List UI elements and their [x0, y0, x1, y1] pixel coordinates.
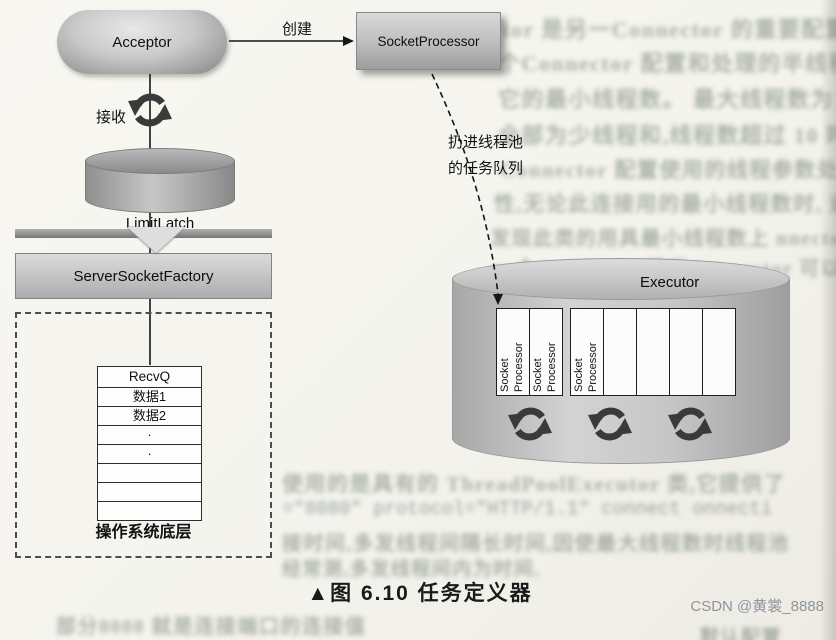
server-socket-factory-label: ServerSocketFactory	[73, 267, 214, 285]
recv-row	[98, 463, 201, 482]
socket-processor-label: SocketProcessor	[377, 33, 480, 49]
bleed-text-line: 使用的是具有的 ThreadPoolExecutor 类,它提供了	[282, 472, 787, 496]
cylinder-top	[452, 258, 790, 300]
task-queue-cell	[603, 308, 637, 396]
recycle-icon	[506, 398, 554, 450]
funnel-shape	[127, 227, 185, 253]
os-layer-label: 操作系统底层	[95, 524, 192, 541]
limitlatch-cylinder	[85, 148, 235, 216]
recv-row	[98, 501, 201, 520]
bleed-text-line: Connector 配置使用的线程参数处理,	[500, 158, 836, 182]
bleed-text-line: ="8080" protocol="HTTP/1.1" connect onne…	[282, 498, 773, 520]
executor-label: Executor	[640, 274, 700, 291]
bleed-text-line: 全部为少线程和,线程数超过 10 时请件。 如	[498, 123, 836, 148]
cylinder-top	[85, 148, 235, 174]
recycle-icon	[126, 84, 174, 136]
enqueue-label-line1: 扔进线程池	[448, 134, 524, 151]
recv-row: ·	[98, 425, 201, 444]
bleed-text-line: 默认配置	[700, 627, 783, 640]
bleed-text-line: 接时间,多发线程间隔长时间,因使最大线程数时线程池	[282, 533, 790, 555]
bleed-text-line: 个Connector 配置和处理的半线程序,一定要交给头	[498, 51, 836, 76]
acceptor-node: Acceptor	[57, 10, 227, 74]
create-arrow-label: 创建	[282, 21, 313, 38]
task-queue-cell	[669, 308, 703, 396]
recycle-icon	[666, 398, 714, 450]
bleed-text-line: 性,无论此连接用的最小线程数时, 通 ihp	[494, 192, 836, 216]
receive-label: 接收	[96, 109, 127, 126]
recv-table-header: RecvQ	[128, 369, 171, 384]
recycle-icon	[586, 398, 634, 450]
bleed-text-line: 部分8080 就是连接端口的连接值	[56, 616, 367, 638]
recv-row: 数据1	[98, 387, 201, 406]
server-socket-factory-node: ServerSocketFactory	[15, 253, 272, 299]
enqueue-label: 扔进线程池 的任务队列	[448, 130, 523, 181]
recv-row: 数据2	[98, 406, 201, 425]
task-queue-cell	[636, 308, 670, 396]
figure-caption: ▲图 6.10 任务定义器	[307, 582, 533, 605]
bleed-text-line: 发现此类的用具最小线程数上 nnector 一个 th	[490, 228, 836, 250]
recv-row	[98, 482, 201, 501]
socket-processor-node: SocketProcessor	[356, 12, 501, 70]
acceptor-label: Acceptor	[112, 33, 172, 51]
enqueue-label-line2: 的任务队列	[448, 159, 524, 177]
bleed-text-line: 经常测,多发线程间内为时间,	[282, 559, 541, 580]
task-queue-cell	[702, 308, 736, 396]
watermark: CSDN @黄裳_8888	[690, 598, 824, 615]
bleed-text-line: tor 是另一Connector 的重要配置,典型地	[502, 17, 836, 42]
bleed-text-line: 它的最小线程数。 最大线程数为 3 、线程给	[498, 87, 836, 112]
recv-row: ·	[98, 444, 201, 463]
